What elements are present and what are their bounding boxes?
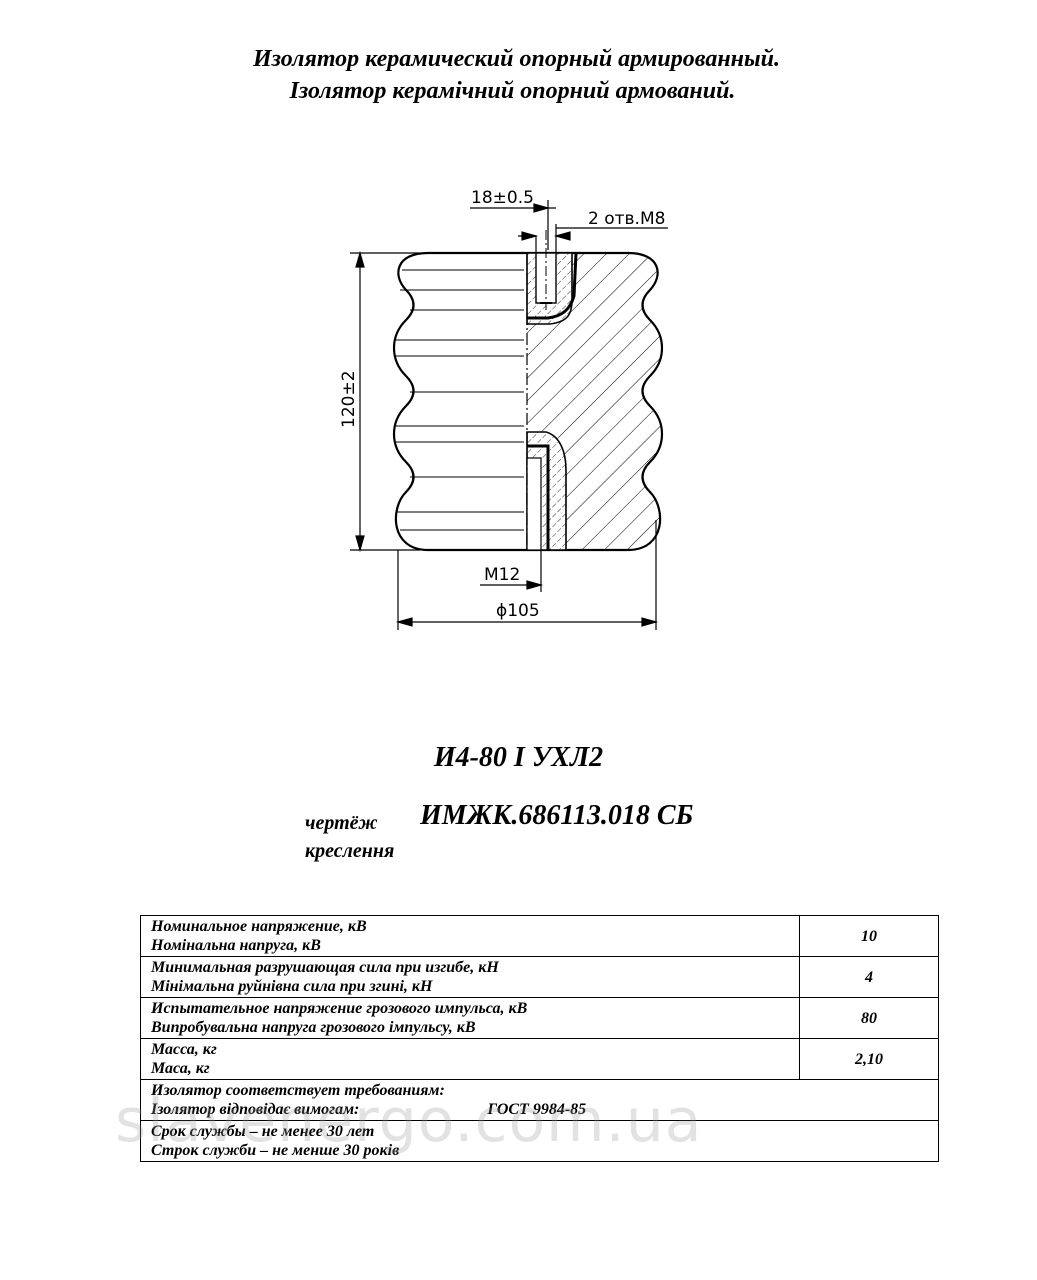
service-life-row: Срок службы – не менее 30 лет Строк служ… — [140, 1120, 939, 1162]
dim-thread: М12 — [484, 565, 520, 585]
dim-top: 18±0.5 — [471, 188, 534, 208]
standard-row: Изолятор соответствует требованиям: Ізол… — [140, 1079, 939, 1121]
spec-label-ru: Номинальное напряжение, кВ — [151, 918, 367, 935]
spec-label-uk: Маса, кг — [151, 1060, 210, 1077]
spec-row: Испытательное напряжение грозового импул… — [140, 997, 939, 1039]
standard-cell: Изолятор соответствует требованиям: Ізол… — [140, 1079, 939, 1121]
service-life-ru: Срок службы – не менее 30 лет — [151, 1123, 375, 1140]
spec-label-uk: Номінальна напруга, кВ — [151, 937, 321, 954]
spec-label-ru: Минимальная разрушающая сила при изгибе,… — [151, 959, 499, 976]
spec-label: Масса, кг Маса, кг — [140, 1038, 800, 1080]
model-designation: И4-80 I УХЛ2 — [433, 742, 604, 773]
standard-ru: Изолятор соответствует требованиям: — [151, 1082, 445, 1099]
spec-table: Номинальное напряжение, кВ Номінальна на… — [140, 915, 939, 1162]
spec-label-ru: Испытательное напряжение грозового импул… — [151, 1000, 528, 1017]
drawing-label-ru: чертёж — [305, 812, 378, 834]
dim-holes: 2 отв.М8 — [588, 209, 665, 229]
service-life-cell: Срок службы – не менее 30 лет Строк служ… — [140, 1120, 939, 1162]
spec-row: Номинальное напряжение, кВ Номінальна на… — [140, 915, 939, 957]
drawing-code: ИМЖК.686113.018 СБ — [420, 800, 694, 831]
spec-value: 4 — [799, 956, 939, 998]
service-life-uk: Строк служби – не менше 30 років — [151, 1142, 400, 1159]
dim-height: 120±2 — [339, 370, 359, 428]
standard-uk: Ізолятор відповідає вимогам: — [151, 1101, 360, 1118]
watermark: slavenergo.com.ua — [115, 1086, 703, 1156]
title-line-2: Ізолятор керамічний опорний армований. — [289, 78, 736, 104]
spec-label: Номинальное напряжение, кВ Номінальна на… — [140, 915, 800, 957]
dim-diameter: ϕ105 — [496, 601, 540, 621]
title-line-1: Изолятор керамический опорный армированн… — [253, 46, 780, 72]
spec-value: 2,10 — [799, 1038, 939, 1080]
spec-label-ru: Масса, кг — [151, 1041, 217, 1058]
standard-value: ГОСТ 9984-85 — [487, 1101, 587, 1118]
spec-row: Минимальная разрушающая сила при изгибе,… — [140, 956, 939, 998]
spec-label: Испытательное напряжение грозового импул… — [140, 997, 800, 1039]
spec-label: Минимальная разрушающая сила при изгибе,… — [140, 956, 800, 998]
drawing-label-uk: креслення — [305, 840, 395, 862]
spec-label-uk: Випробувальна напруга грозового імпульсу… — [151, 1019, 476, 1036]
spec-value: 10 — [799, 915, 939, 957]
spec-value: 80 — [799, 997, 939, 1039]
spec-row: Масса, кг Маса, кг 2,10 — [140, 1038, 939, 1080]
insulator-drawing: 120±2 ϕ105 М12 18±0.5 2 отв.М8 — [339, 188, 668, 630]
spec-label-uk: Мінімальна руйнівна сила при згині, кН — [151, 978, 433, 995]
